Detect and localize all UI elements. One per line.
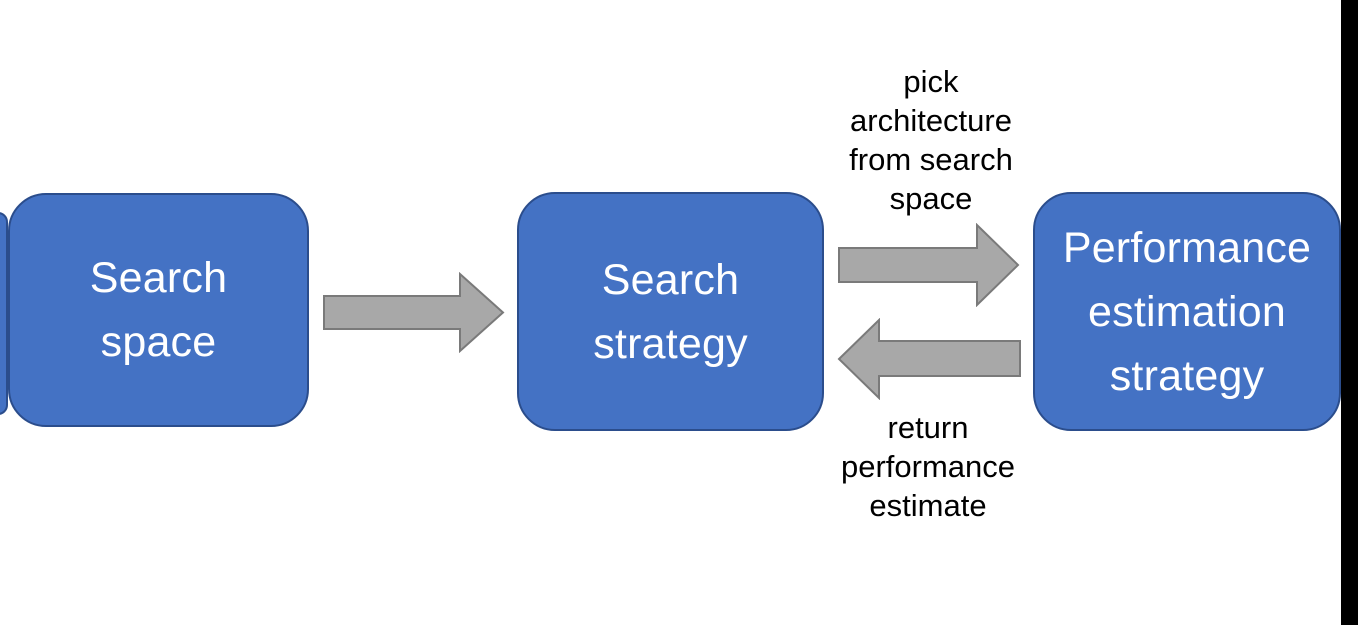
label-pick-line-1: pick bbox=[903, 64, 959, 99]
node-search-space-line-2: space bbox=[100, 318, 217, 366]
node-search-space-line-1: Search bbox=[89, 254, 228, 302]
label-pick-architecture: pick architecture from search space bbox=[806, 62, 1056, 218]
arrow-search-space-to-search-strategy bbox=[323, 272, 505, 353]
label-pick-line-4: space bbox=[889, 181, 973, 216]
arrow-return-estimate bbox=[837, 318, 1021, 400]
clipped-shape-left-edge bbox=[0, 212, 8, 415]
node-perf-line-1: Performance bbox=[1062, 223, 1312, 272]
node-perf-line-3: strategy bbox=[1109, 351, 1265, 400]
node-search-strategy-line-1: Search bbox=[601, 255, 740, 304]
node-search-strategy-line-2: strategy bbox=[593, 319, 748, 368]
label-return-line-1: return bbox=[887, 410, 969, 445]
node-search-space: Search space bbox=[8, 193, 309, 427]
label-pick-line-3: from search bbox=[849, 142, 1013, 177]
arrow-pick-architecture bbox=[838, 223, 1020, 307]
node-performance-estimation-strategy: Performance estimation strategy bbox=[1033, 192, 1341, 431]
label-return-line-3: estimate bbox=[869, 488, 987, 523]
label-return-estimate: return performance estimate bbox=[803, 408, 1053, 525]
screenshot-edge-bar bbox=[1341, 0, 1358, 625]
node-perf-line-2: estimation bbox=[1088, 287, 1286, 336]
label-return-line-2: performance bbox=[840, 449, 1016, 484]
node-search-strategy: Search strategy bbox=[517, 192, 824, 431]
label-pick-line-2: architecture bbox=[850, 103, 1012, 138]
